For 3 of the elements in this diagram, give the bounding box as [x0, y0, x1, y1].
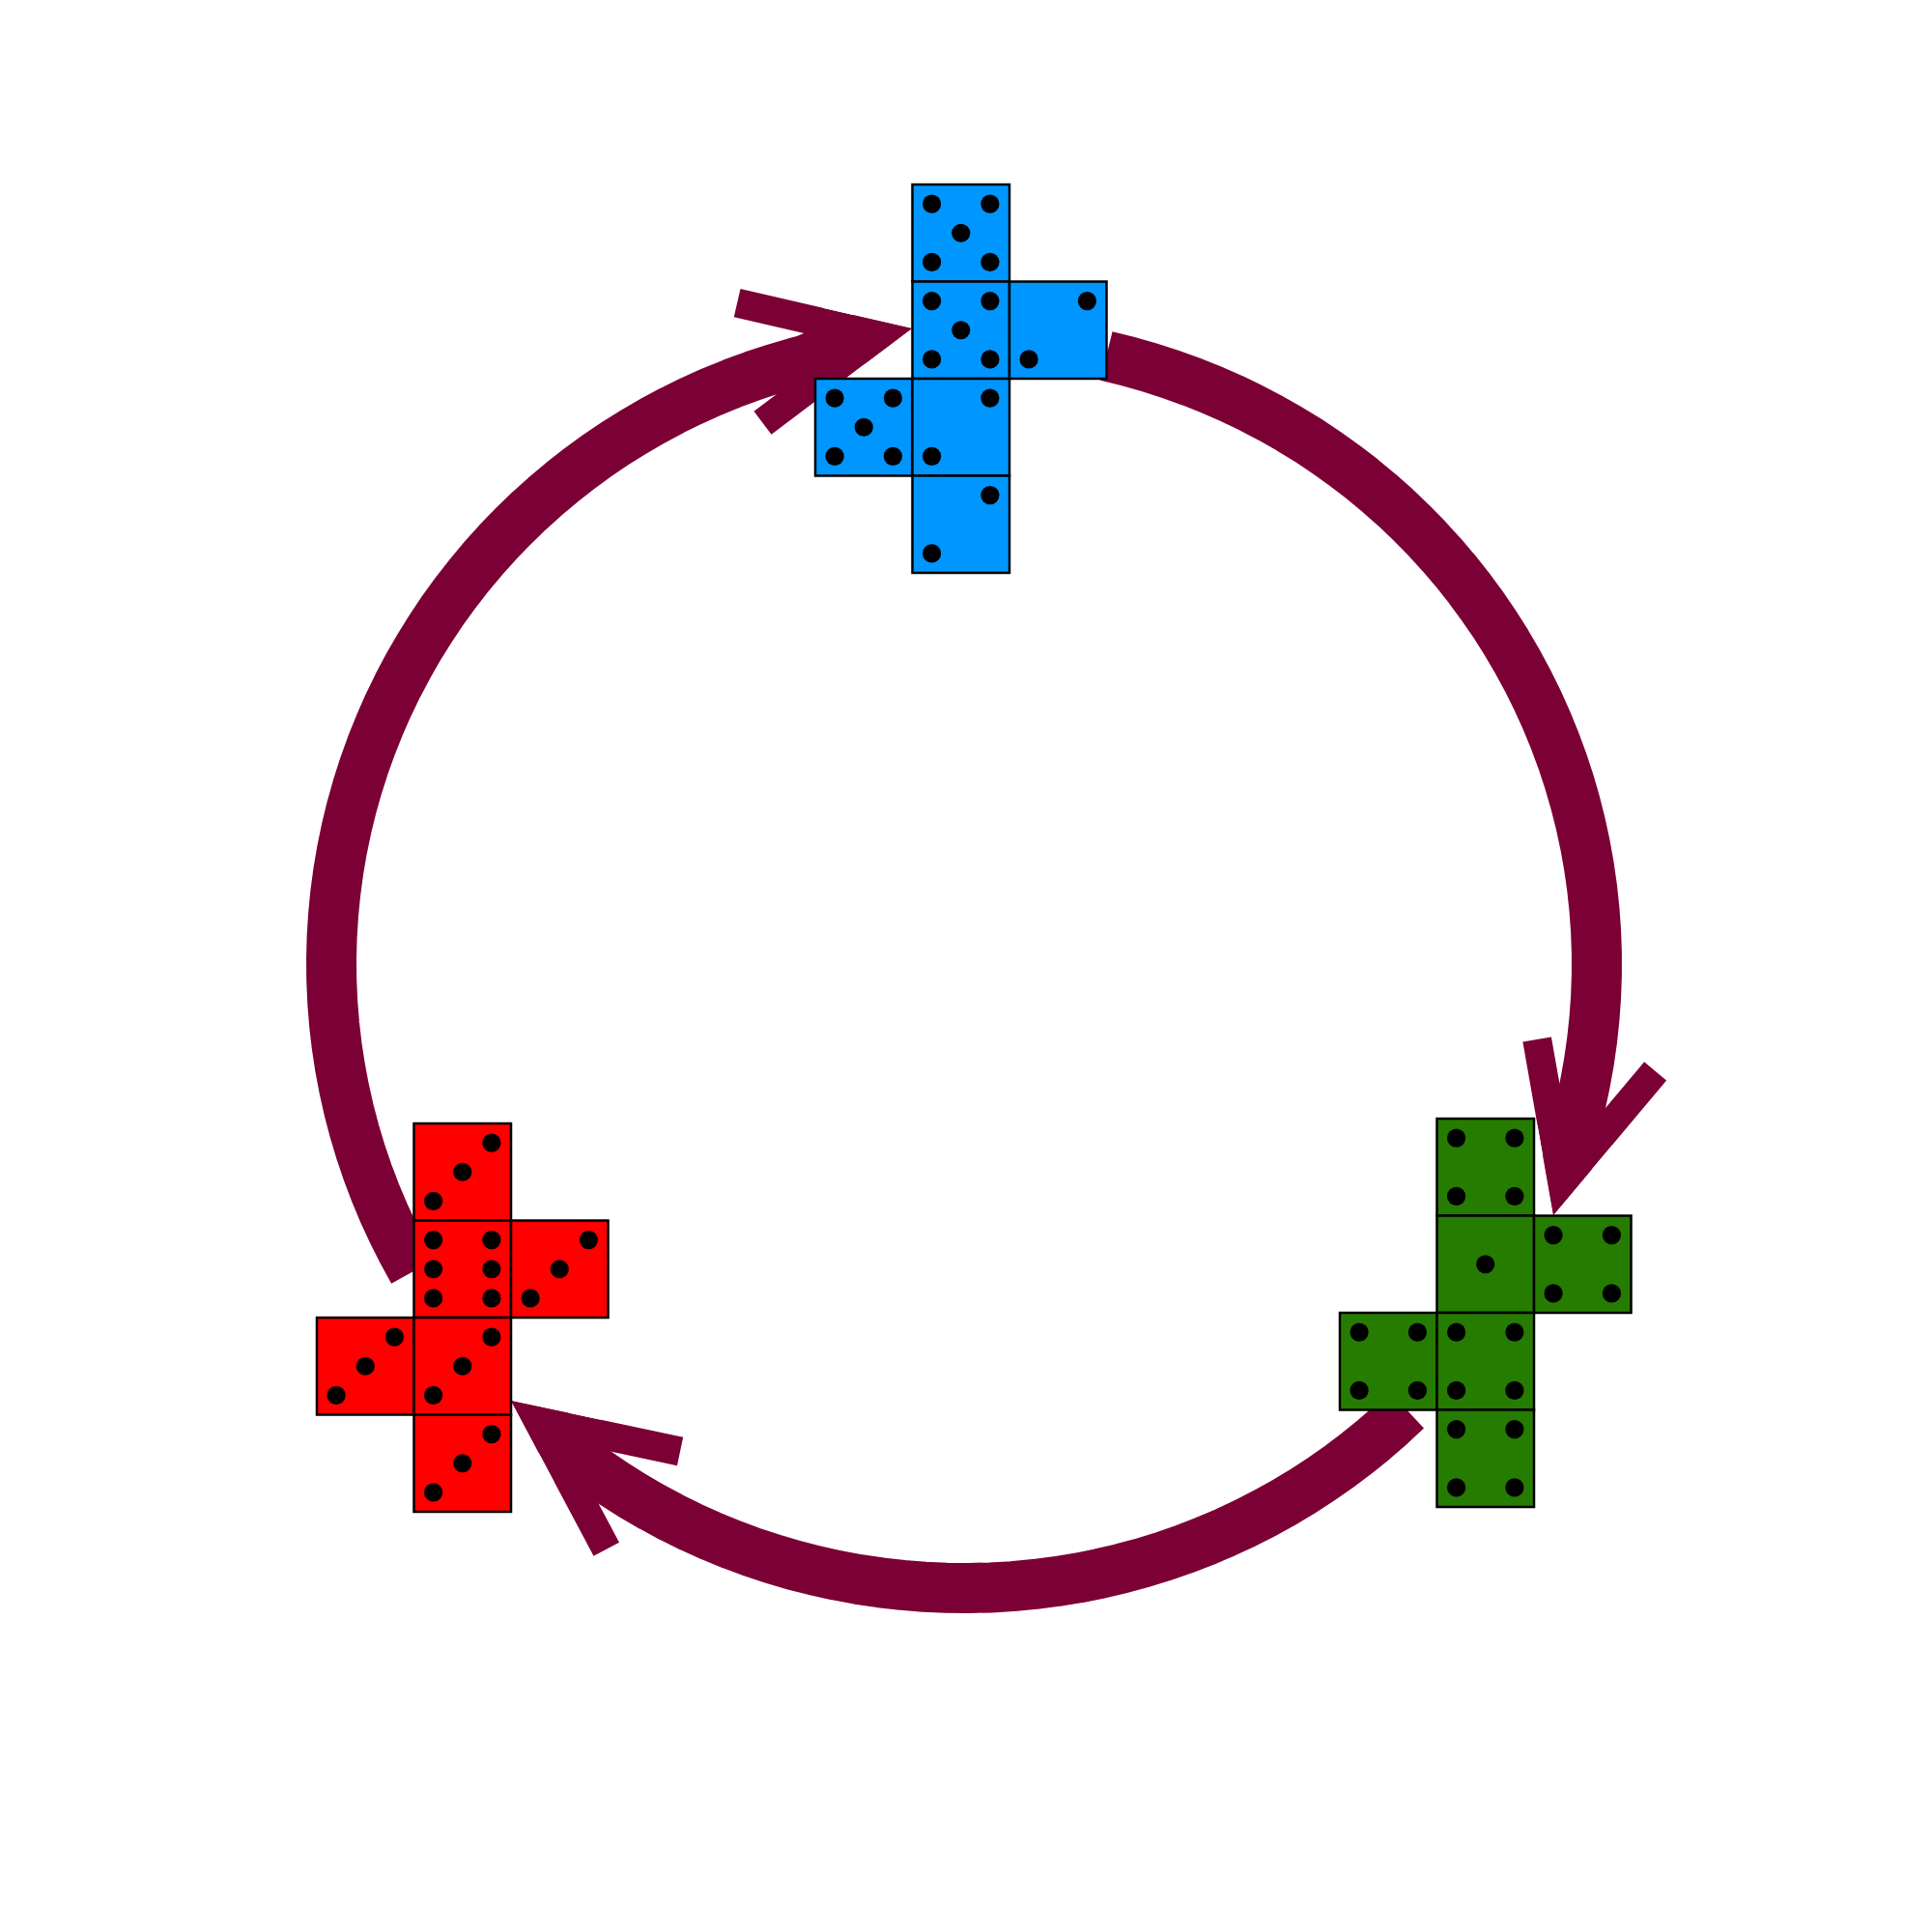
dice-net-drawing — [814, 185, 1106, 573]
dice-net-drawing — [316, 1123, 608, 1512]
dice-net-drawing — [1339, 1119, 1631, 1507]
